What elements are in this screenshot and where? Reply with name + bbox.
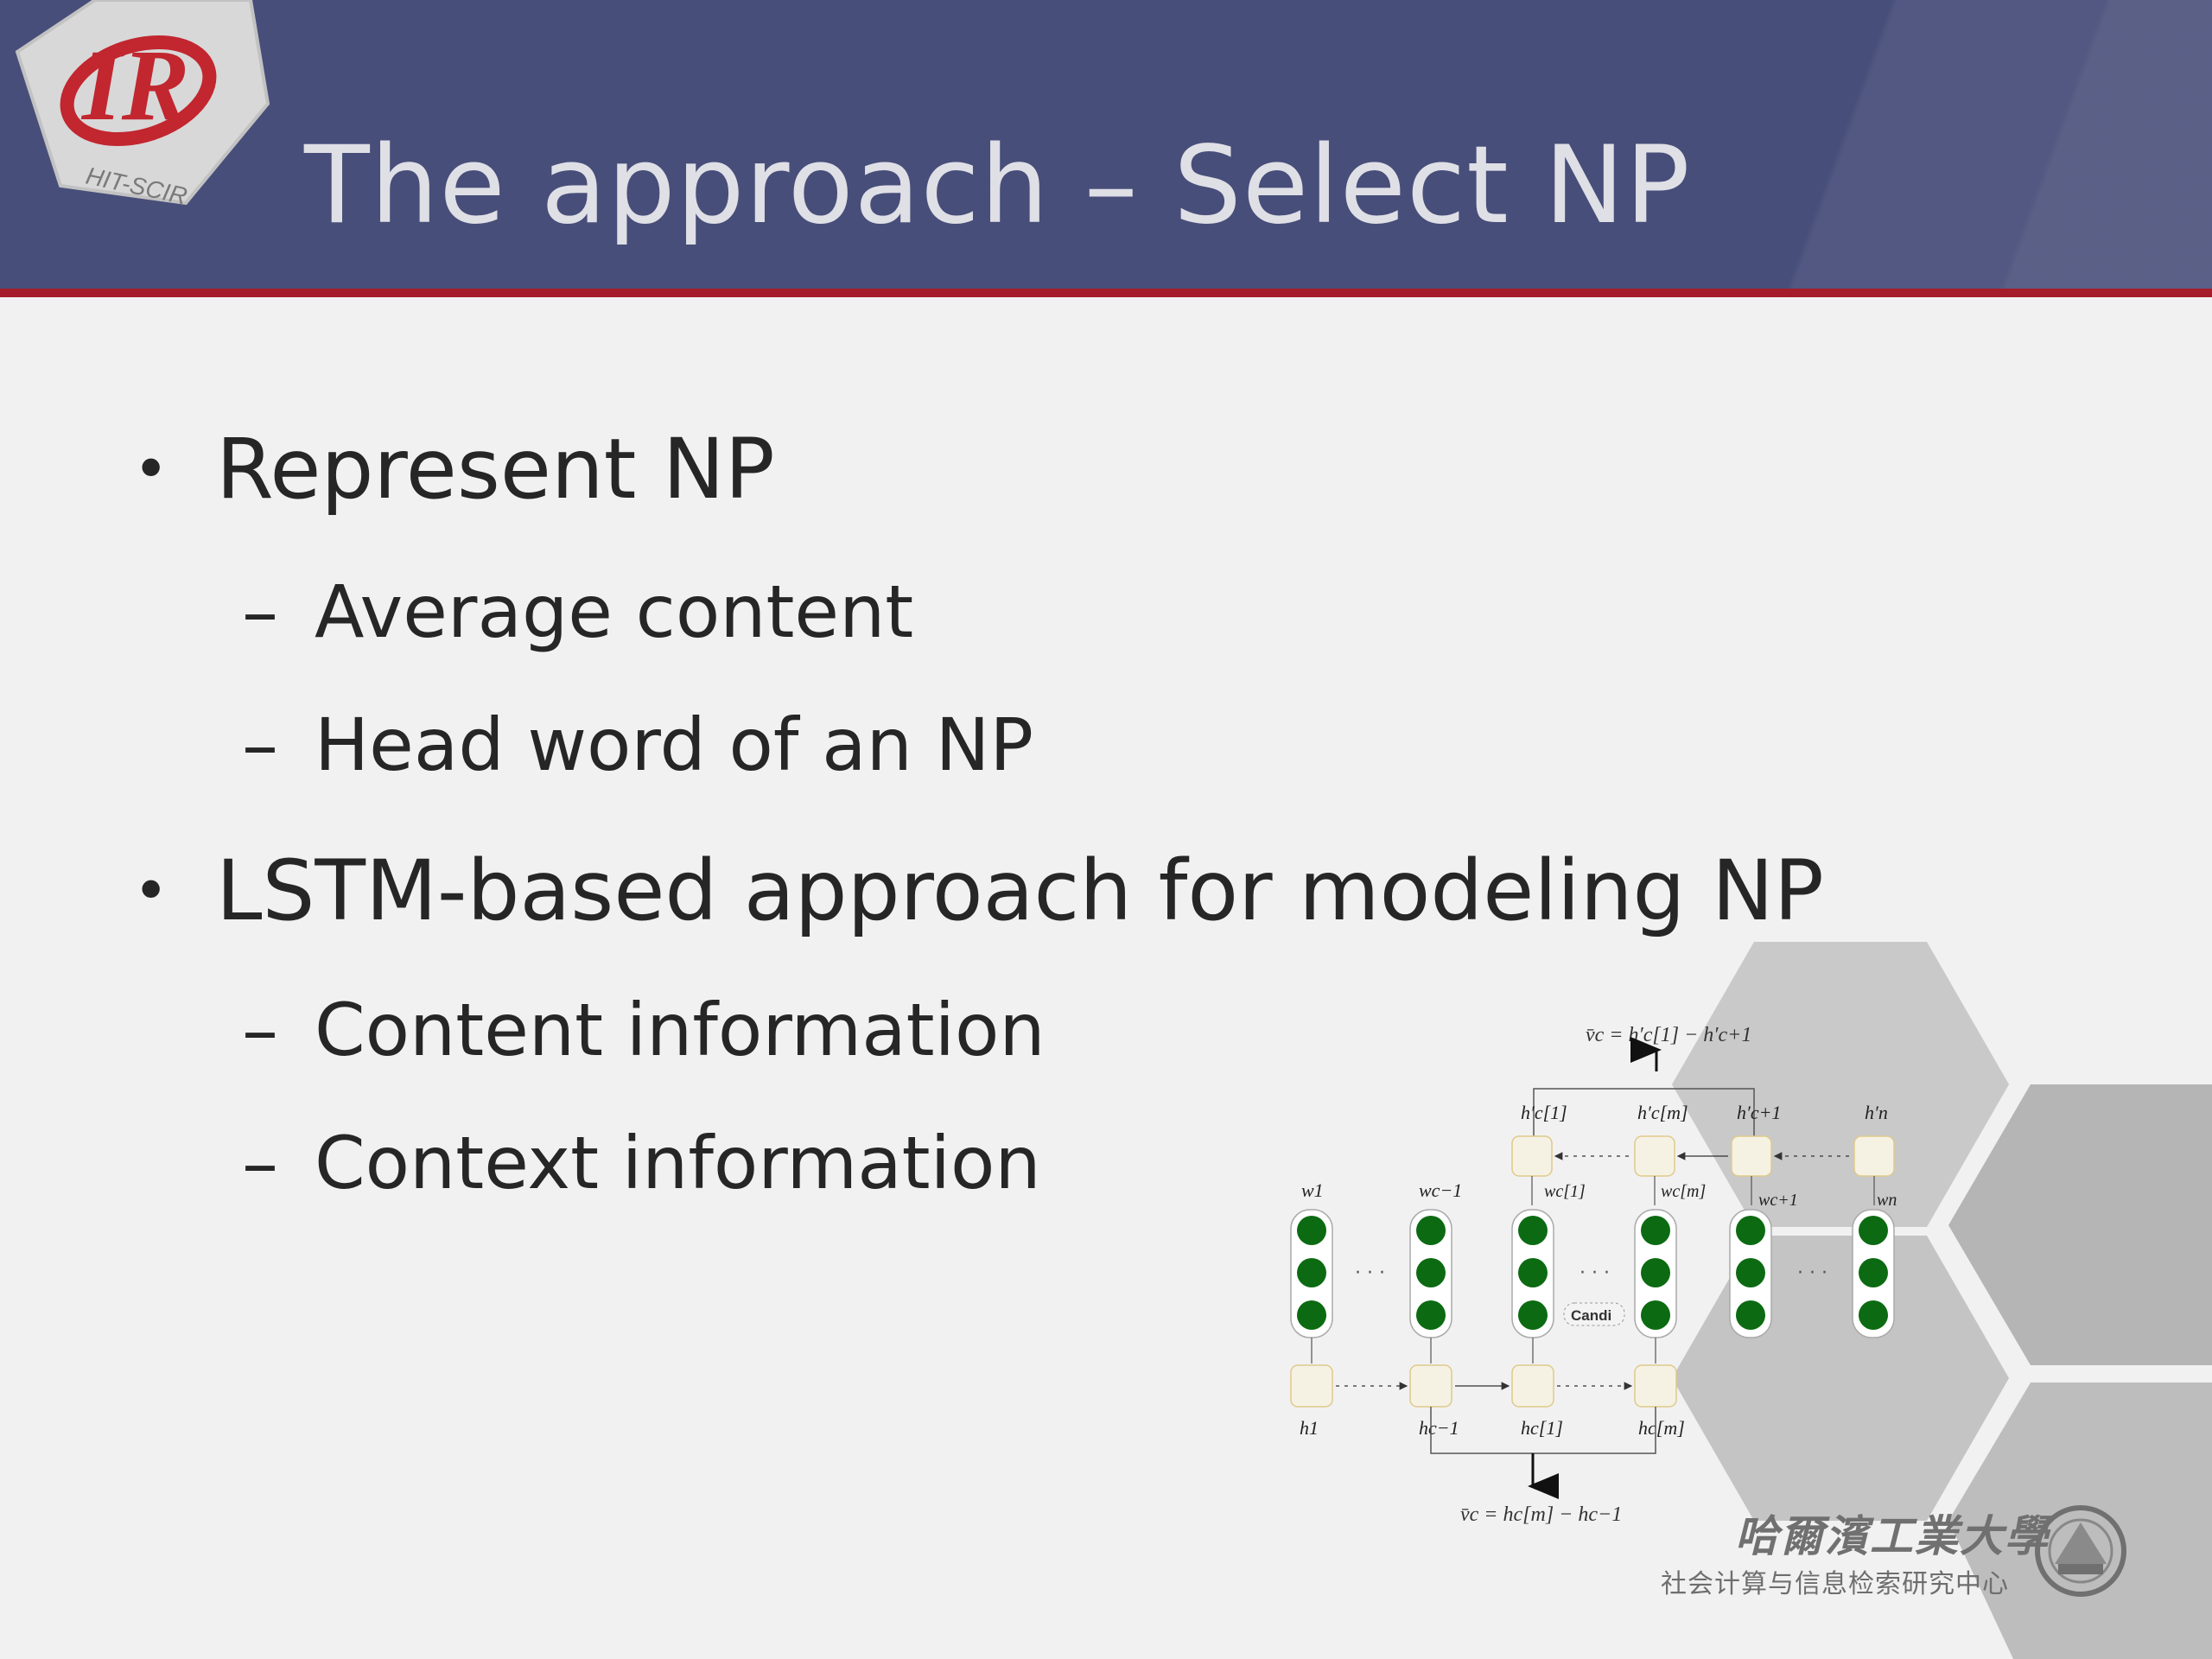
ellipsis: · · · [1797, 1262, 1827, 1284]
slide-header [0, 0, 2212, 290]
backward-label: h′c[1] [1521, 1102, 1567, 1123]
header-decoration [1607, 0, 2212, 290]
forward-label: hc[1] [1521, 1417, 1563, 1439]
word-label: wn [1877, 1191, 1897, 1210]
header-accent-stripe [0, 289, 2212, 297]
sub-bullet-dash: – [242, 569, 278, 654]
embedding-column [1290, 1209, 1333, 1338]
sub-bullet-text: Head word of an NP [315, 702, 1034, 787]
sub-bullet-text: Content information [315, 988, 1046, 1072]
lstm-diagram: v̄c = h′c[1] − h′c+1 h′c[1] h′c[m] h′c+1… [1290, 1024, 1897, 1526]
embedding-column [1409, 1209, 1452, 1338]
backward-cell [1731, 1135, 1772, 1177]
bullet-text: Represent NP [216, 421, 775, 518]
logo-text: IR [80, 29, 190, 142]
backward-label: h′n [1865, 1102, 1888, 1123]
word-label: w1 [1301, 1179, 1324, 1201]
ellipsis: · · · [1355, 1262, 1385, 1284]
sub-bullet-text: Context information [315, 1121, 1041, 1205]
top-formula: v̄c = h′c[1] − h′c+1 [1586, 1024, 1751, 1046]
sub-bullet-dash: – [242, 988, 278, 1072]
word-label: wc−1 [1419, 1179, 1462, 1201]
sub-bullet-text: Average content [315, 569, 914, 654]
hexagon-2 [1948, 1084, 2212, 1365]
forward-label: hc[m] [1638, 1417, 1685, 1439]
word-label: wc[1] [1544, 1182, 1586, 1201]
sub-bullet-dash: – [242, 1121, 278, 1205]
backward-cell [1511, 1135, 1553, 1177]
forward-label: h1 [1300, 1417, 1319, 1439]
backward-cell [1853, 1135, 1895, 1177]
candi-badge [1563, 1302, 1625, 1326]
slide-title: The approach – Select NP [304, 124, 1691, 248]
backward-label: h′c[m] [1637, 1102, 1688, 1123]
bullet-text: LSTM-based approach for modeling NP [216, 842, 1824, 939]
forward-label: hc−1 [1419, 1417, 1459, 1439]
backward-label: h′c+1 [1737, 1102, 1781, 1123]
forward-cell [1511, 1364, 1554, 1408]
top-bracket [1533, 1088, 1755, 1154]
bottom-formula: v̄c = hc[m] − hc−1 [1460, 1503, 1622, 1526]
candi-label: Candi [1571, 1307, 1611, 1324]
research-center-name: 社会计算与信息检索研究中心 [1661, 1569, 2009, 1599]
sub-bullet-dash: – [242, 702, 278, 787]
forward-cell [1409, 1364, 1452, 1408]
university-seal-icon [2035, 1505, 2126, 1597]
bullet-dot: • [133, 855, 169, 926]
bullet-dot: • [133, 434, 169, 505]
embedding-column [1729, 1209, 1772, 1338]
word-label: wc+1 [1758, 1191, 1798, 1210]
ellipsis: · · · [1580, 1262, 1610, 1284]
hit-scir-logo: IR HIT-SCIR [15, 0, 270, 210]
forward-cell [1634, 1364, 1677, 1408]
embedding-column [1511, 1209, 1554, 1338]
embedding-column [1634, 1209, 1677, 1338]
embedding-column [1852, 1209, 1895, 1338]
word-label: wc[m] [1661, 1182, 1706, 1201]
forward-cell [1290, 1364, 1333, 1408]
backward-cell [1634, 1135, 1675, 1177]
university-name: 哈爾濱工業大學 [1735, 1510, 2050, 1561]
bottom-bracket [1430, 1407, 1656, 1454]
